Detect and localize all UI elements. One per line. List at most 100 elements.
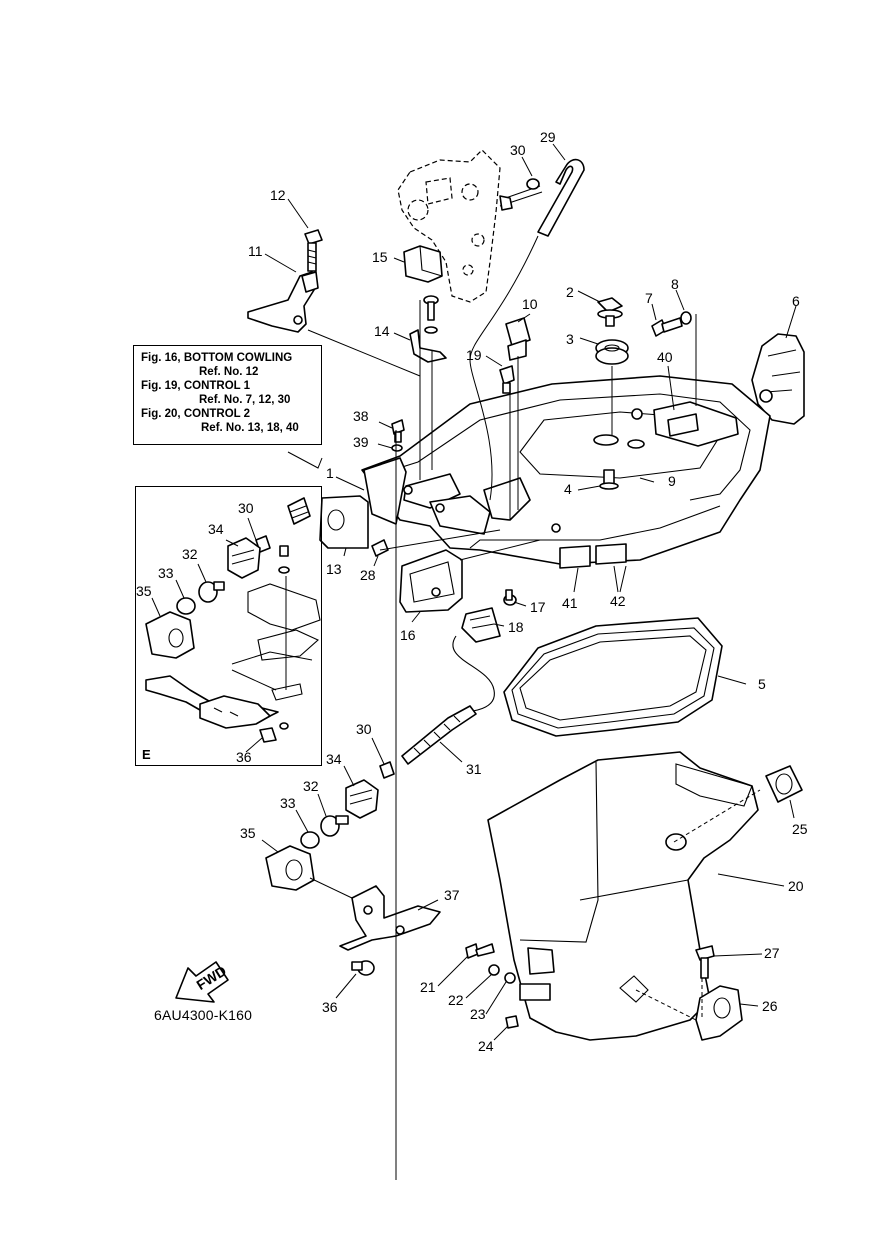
callout-7: 7 <box>645 290 653 306</box>
knob-34 <box>345 779 379 819</box>
grommet-3 <box>595 339 629 365</box>
mount-35 <box>265 845 315 891</box>
callout-2: 2 <box>566 284 574 300</box>
bracket-14 <box>409 329 447 363</box>
callout-17: 17 <box>530 599 546 615</box>
callout-40: 40 <box>657 349 673 365</box>
callout-30: 30 <box>510 142 526 158</box>
callout-24: 24 <box>478 1038 494 1054</box>
callout-36b: 36 <box>322 999 338 1015</box>
ref-line-2: Ref. No. 12 <box>199 366 259 378</box>
bottom-cowling-1 <box>361 375 771 569</box>
detail-inset-label: E <box>142 747 151 762</box>
bracket-11 <box>247 271 319 333</box>
callout-26: 26 <box>762 998 778 1014</box>
engine-block-ghost <box>397 149 501 303</box>
diagram-code: 6AU4300-K160 <box>154 1007 253 1023</box>
screw-36 <box>351 960 375 976</box>
callout-23: 23 <box>470 1006 486 1022</box>
callout-30b: 30 <box>356 721 372 737</box>
cover-16 <box>399 549 463 613</box>
clip-30-top <box>526 178 540 190</box>
callout-5: 5 <box>758 676 766 692</box>
callout-30e: 30 <box>238 500 254 516</box>
callout-25: 25 <box>792 821 808 837</box>
callout-16: 16 <box>400 627 416 643</box>
screw-32 <box>320 815 349 837</box>
screw-17 <box>503 589 517 606</box>
apron-20 <box>487 751 759 1041</box>
ref-line-6: Ref. No. 13, 18, 40 <box>201 422 299 434</box>
fwd-arrow-icon: FWD <box>175 961 229 1003</box>
callout-29: 29 <box>540 129 556 145</box>
callout-33e: 33 <box>158 565 174 581</box>
cable-31 <box>401 635 495 765</box>
callout-19: 19 <box>466 347 482 363</box>
plate-13 <box>319 495 369 549</box>
clip-30-bottom <box>379 761 395 779</box>
holder-15 <box>403 245 443 283</box>
fuel-hose-29 <box>499 158 585 237</box>
screw-21 <box>465 943 495 959</box>
callout-11: 11 <box>248 243 263 259</box>
ref-line-3: Fig. 19, CONTROL 1 <box>141 380 251 392</box>
grommet-18 <box>461 607 501 643</box>
callout-6: 6 <box>792 293 800 309</box>
callout-38: 38 <box>353 408 369 424</box>
washer-8 <box>680 311 692 325</box>
grommet-10 <box>505 317 531 361</box>
bolt-12 <box>304 229 323 272</box>
callout-numbers: 29 30 12 11 15 14 10 19 2 3 7 8 6 40 38 … <box>136 129 808 1054</box>
detail-e-parts <box>145 497 321 743</box>
callout-42: 42 <box>610 593 626 609</box>
seal-5 <box>503 617 723 737</box>
reference-note-box: Fig. 16, BOTTOM COWLING Ref. No. 12 Fig.… <box>133 345 322 445</box>
callout-34b: 34 <box>326 751 342 767</box>
bolt-2 <box>597 297 623 327</box>
detail-inset-e: E <box>135 486 322 766</box>
callout-32b: 32 <box>303 778 319 794</box>
callout-35e: 35 <box>136 583 152 599</box>
callout-20: 20 <box>788 878 804 894</box>
callout-33b: 33 <box>280 795 296 811</box>
washer-39 <box>391 444 403 452</box>
screw-14-top <box>423 295 439 334</box>
grommet-25 <box>765 765 803 803</box>
bolt-7 <box>651 317 683 337</box>
callout-14: 14 <box>374 323 390 339</box>
bracket-37 <box>339 885 441 951</box>
ref-line-5: Fig. 20, CONTROL 2 <box>141 408 251 420</box>
callout-8: 8 <box>671 276 679 292</box>
callout-32e: 32 <box>182 546 198 562</box>
leader-lines <box>151 143 797 1180</box>
callout-41: 41 <box>562 595 578 611</box>
callout-27: 27 <box>764 945 780 961</box>
seal-28 <box>371 539 389 557</box>
callout-37: 37 <box>444 887 460 903</box>
nipple-19 <box>499 365 515 394</box>
screw-27 <box>695 945 715 979</box>
callout-28: 28 <box>360 567 376 583</box>
callout-10: 10 <box>522 296 538 312</box>
callout-4: 4 <box>564 481 572 497</box>
callout-1: 1 <box>326 465 334 481</box>
bolt-38 <box>391 419 405 443</box>
clamp-26 <box>695 985 743 1041</box>
callout-31: 31 <box>466 761 482 777</box>
callout-3: 3 <box>566 331 574 347</box>
callout-22: 22 <box>448 992 464 1008</box>
callout-9: 9 <box>668 473 676 489</box>
callout-39: 39 <box>353 434 369 450</box>
callout-18: 18 <box>508 619 524 635</box>
washer-22 <box>488 964 500 976</box>
callout-15: 15 <box>372 249 388 265</box>
callout-13: 13 <box>326 561 342 577</box>
callout-21: 21 <box>420 979 436 995</box>
callout-12: 12 <box>270 187 286 203</box>
washer-23 <box>504 972 516 984</box>
ref-line-1: Fig. 16, BOTTOM COWLING <box>141 352 293 364</box>
ref-line-4: Ref. No. 7, 12, 30 <box>199 394 291 406</box>
washer-33 <box>300 831 320 849</box>
nut-24 <box>505 1015 519 1029</box>
